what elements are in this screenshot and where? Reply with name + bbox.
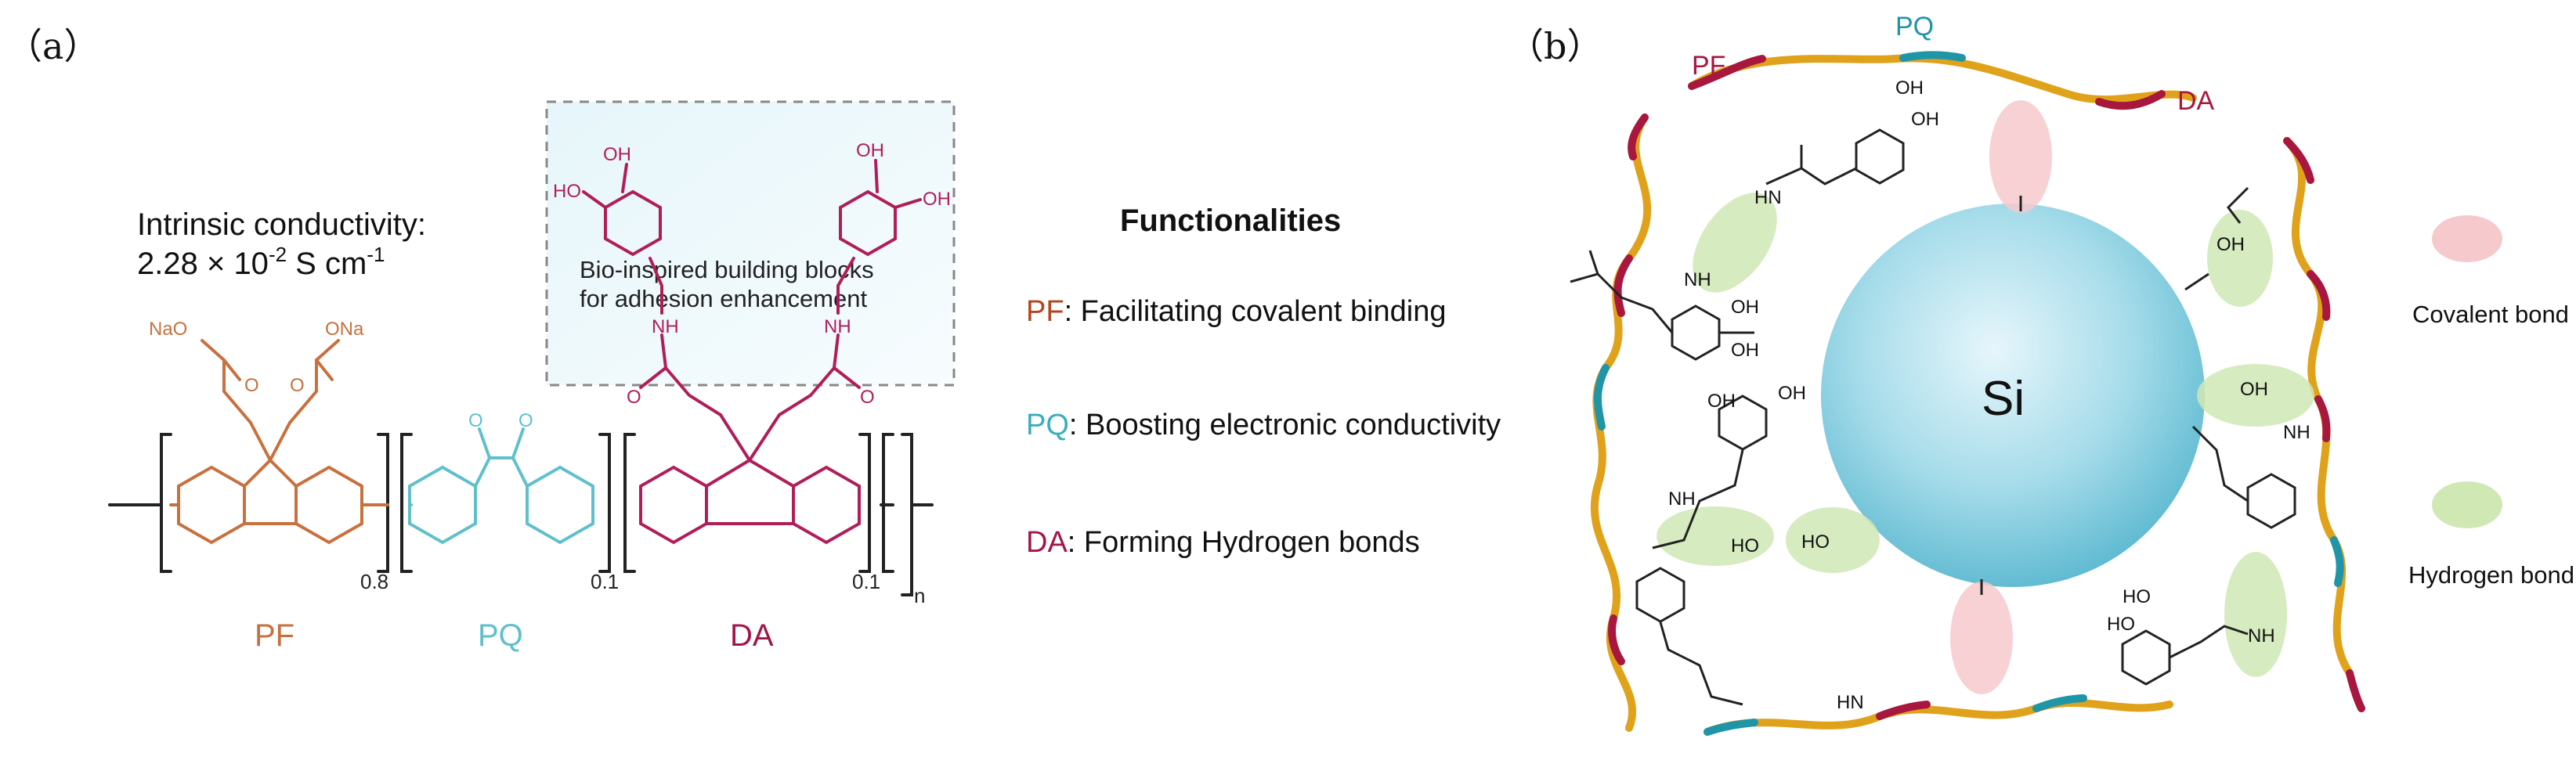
pq-o-label-2: O <box>518 410 533 431</box>
chain-label-da: DA <box>2177 86 2215 116</box>
b-oh-3: OH <box>1731 297 1759 318</box>
b-oh-2: OH <box>1911 109 1939 130</box>
legend-covalent-swatch <box>2432 215 2502 262</box>
bio-box-line2: for adhesion enhancement <box>580 285 867 312</box>
pf-o-label-1: O <box>244 375 259 396</box>
label-pq: PQ <box>478 618 523 653</box>
hydrogen-bond-5 <box>1786 507 1880 573</box>
hydrogen-bond-3 <box>2197 364 2314 427</box>
functionality-pq: PQ: Boosting electronic conductivity <box>1026 409 1501 441</box>
pq-ring-right <box>526 466 594 544</box>
functionality-da: DA: Forming Hydrogen bonds <box>1026 526 1420 559</box>
legend: Covalent bond Hydrogen bond <box>2408 215 2574 589</box>
pf-o-label-2: O <box>290 375 305 396</box>
conductivity-value: 2.28 × 10-2 S cm-1 <box>137 243 385 281</box>
b-ho-1: HO <box>1801 531 1830 553</box>
panel-b: （b） Si <box>1508 12 2574 736</box>
hydrogen-bond-1 <box>1693 193 1777 293</box>
legend-hydrogen-swatch <box>2432 481 2502 528</box>
bond-highlights <box>1657 100 2314 694</box>
pf-ring-left <box>177 466 246 544</box>
da-nh-label-2: NH <box>824 316 851 337</box>
covalent-bond-top <box>1989 100 2052 213</box>
da-oh-label-1: OH <box>603 144 631 165</box>
b-oh-6: OH <box>1707 391 1736 412</box>
b-hn-1: HN <box>1754 187 1782 208</box>
pf-nao-label: NaO <box>149 319 187 340</box>
hydrogen-bond-2 <box>2207 210 2273 307</box>
da-ring-left <box>639 466 708 544</box>
chain-bottom <box>1703 698 2173 736</box>
functionalities-title: Functionalities <box>1120 204 1341 238</box>
b-ho-2: HO <box>1731 535 1759 557</box>
b-nh-1: NH <box>1684 269 1711 290</box>
pf-subscript: 0.8 <box>360 570 388 593</box>
panel-a: （a） Intrinsic conductivity: 2.28 × 10-2 … <box>6 25 1501 653</box>
da-oh-label-2: OH <box>856 140 884 161</box>
chain-label-pq: PQ <box>1895 12 1934 41</box>
label-pf: PF <box>255 618 294 653</box>
legend-covalent-label: Covalent bond <box>2412 301 2569 328</box>
b-ho-3: HO <box>2123 586 2151 607</box>
chem-labels: OH OH HN NH OH OH OH OH NH HO HO HN OH O… <box>1668 77 2310 713</box>
hydrogen-bond-6 <box>2224 552 2287 677</box>
polymer-structure: NaO ONa O O 0.8 O O 0.1 NH NH O O <box>108 140 951 607</box>
da-ho-label-1: HO <box>553 181 581 202</box>
bio-box-line1: Bio-inspired building blocks <box>580 256 874 283</box>
n-subscript: n <box>914 584 925 607</box>
da-o-label-1: O <box>627 387 641 408</box>
pq-subscript: 0.1 <box>591 570 619 593</box>
b-oh-5: OH <box>1778 383 1806 404</box>
label-da: DA <box>730 618 774 653</box>
da-o-label-2: O <box>860 387 875 408</box>
b-oh-8: OH <box>2240 379 2268 400</box>
da-subscript: 0.1 <box>852 570 880 593</box>
b-nh-2: NH <box>1668 488 1696 510</box>
b-oh-4: OH <box>1731 340 1759 361</box>
da-ring-right <box>792 466 861 544</box>
panel-a-label: （a） <box>6 25 99 67</box>
da-oh-label-3: OH <box>923 189 951 210</box>
si-label: Si <box>1982 372 2025 426</box>
b-nh-4: NH <box>2248 625 2275 647</box>
b-oh-7: OH <box>2217 234 2245 255</box>
pq-o-label-1: O <box>468 410 483 431</box>
chain-top <box>1688 54 2197 104</box>
da-nh-label-1: NH <box>652 316 679 337</box>
b-ho-4: HO <box>2107 614 2135 635</box>
pf-ring-right <box>294 466 363 544</box>
conductivity-title: Intrinsic conductivity: <box>137 207 426 242</box>
b-nh-3: NH <box>2283 422 2310 443</box>
pf-ona-label: ONa <box>325 319 364 340</box>
pq-ring-left <box>408 466 477 544</box>
binder-chains <box>1590 51 2365 736</box>
legend-hydrogen-label: Hydrogen bond <box>2408 561 2574 589</box>
b-hn-2: HN <box>1837 692 1864 713</box>
b-oh-1: OH <box>1895 77 1924 99</box>
covalent-bond-bottom <box>1950 582 2013 694</box>
chain-label-pf: PF <box>1692 51 1725 81</box>
si-nanoparticle <box>1821 204 2205 587</box>
hydrogen-bond-4 <box>1657 506 1774 566</box>
catechol-fragments <box>1570 128 2296 706</box>
panel-b-label: （b） <box>1508 25 1602 67</box>
functionality-pf: PF: Facilitating covalent binding <box>1026 295 1447 328</box>
